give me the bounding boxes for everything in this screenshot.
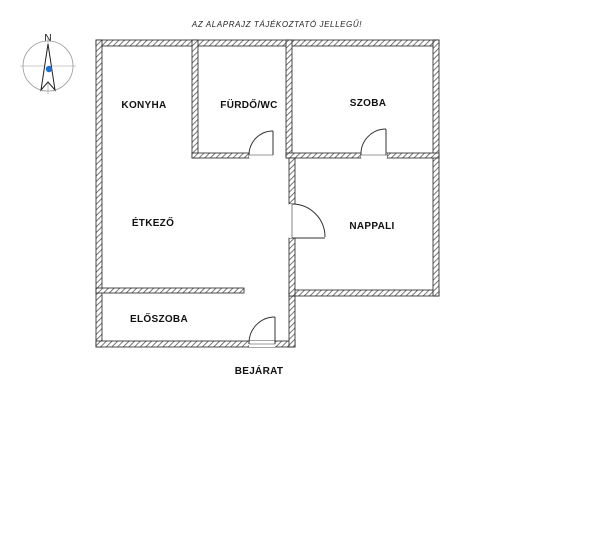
disclaimer-note: AZ ALAPRAJZ TÁJÉKOZTATÓ JELLEGŰ! [191,20,362,29]
door-szoba [360,128,387,158]
room-label-furdo: FÜRDŐ/WC [220,98,277,111]
door-nappali [289,203,326,239]
entrance-label: BEJÁRAT [235,364,284,377]
room-label-etkezo: ÉTKEZŐ [132,216,174,229]
doors [248,128,387,347]
door-entrance [248,316,276,347]
room-label-nappali: NAPPALI [349,221,394,232]
room-label-eloszoba: ELŐSZOBA [130,312,188,325]
walls [95,39,440,348]
compass-dot [45,65,53,73]
compass-icon: N [20,33,76,94]
room-label-szoba: SZOBA [350,98,387,109]
room-label-konyha: KONYHA [121,100,166,111]
door-furdo [248,130,274,158]
